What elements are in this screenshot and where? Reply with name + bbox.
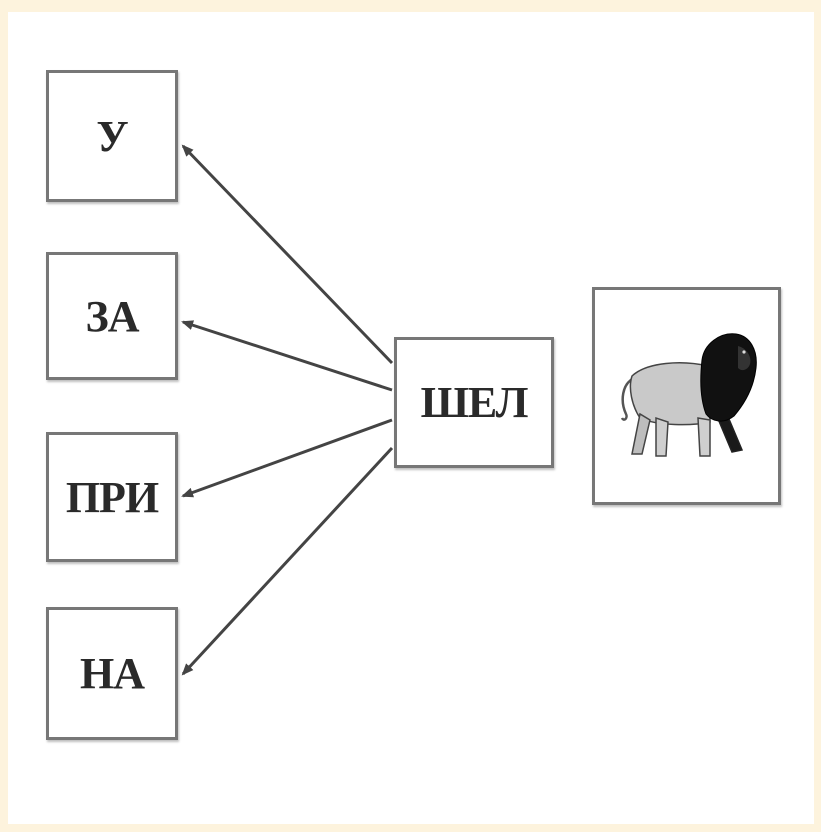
prefix-label: У [96, 111, 128, 161]
picture-box [592, 287, 781, 505]
arrow-to-na [181, 446, 394, 676]
root-word-label: ШЕЛ [420, 378, 529, 427]
prefix-box-u: У [46, 70, 178, 202]
prefix-label: НА [80, 649, 145, 698]
prefix-box-na: НА [46, 607, 178, 740]
prefix-label: ЗА [85, 291, 140, 341]
root-word-box: ШЕЛ [394, 337, 554, 468]
arrow-to-pri [181, 418, 393, 498]
prefix-label: ПРИ [65, 472, 159, 522]
prefix-box-za: ЗА [46, 252, 178, 380]
arrow-to-za [181, 320, 393, 392]
lion-icon [620, 333, 757, 457]
arrow-to-u [181, 144, 394, 365]
prefix-box-pri: ПРИ [46, 432, 178, 562]
